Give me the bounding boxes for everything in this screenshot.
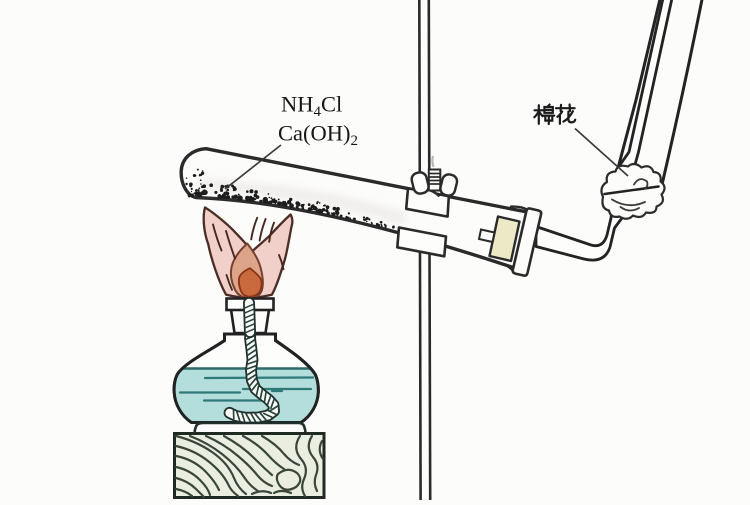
svg-text:NH4Cl: NH4Cl <box>281 92 342 121</box>
svg-text:Ca(OH)2: Ca(OH)2 <box>278 121 358 150</box>
